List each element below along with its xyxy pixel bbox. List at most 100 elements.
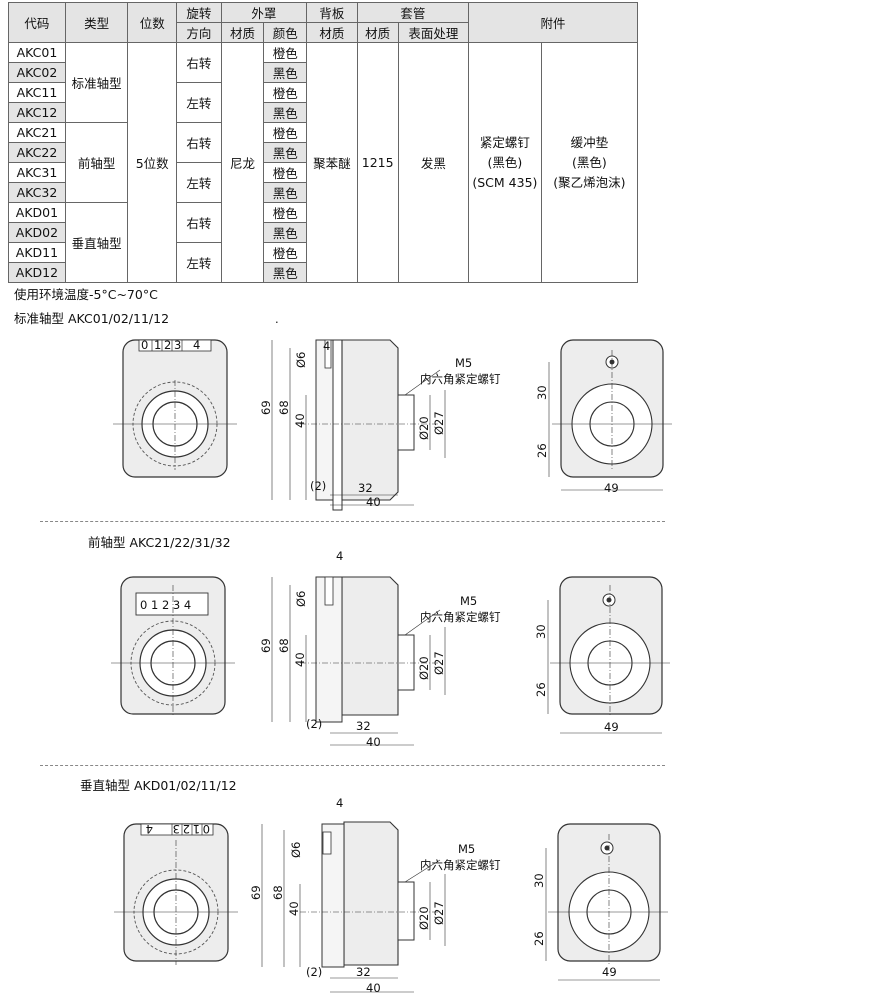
dim-d6: Ø6	[294, 591, 308, 607]
counter-digit: 3	[173, 822, 180, 836]
color-cell: 橙色	[263, 242, 308, 263]
dim-40w: 40	[366, 495, 381, 509]
dim-26: 26	[535, 443, 549, 458]
header-digits: 位数	[127, 2, 178, 43]
dim-40: 40	[293, 652, 307, 667]
dim-49: 49	[604, 720, 619, 734]
temperature-note: 使用环境温度-5°C~70°C	[14, 287, 158, 302]
back-view: 30 26 49	[532, 823, 668, 981]
counter-text: 0 1 2 3 4	[140, 598, 191, 612]
code-cell: AKD02	[8, 222, 66, 243]
header-code: 代码	[8, 2, 66, 43]
cover-material-cell: 尼龙	[220, 42, 265, 283]
section-title-vertical: 垂直轴型 AKD01/02/11/12	[80, 778, 237, 793]
code-cell: AKC12	[8, 102, 66, 123]
code-cell: AKD01	[8, 202, 66, 223]
dim-gap: (2)	[306, 717, 322, 731]
dim-49: 49	[604, 481, 619, 495]
dim-26: 26	[534, 682, 548, 697]
rotation-cell: 右转	[176, 42, 222, 83]
digits-cell: 5位数	[127, 42, 178, 283]
counter-window	[138, 339, 212, 352]
drawing-front: 0 1 2 3 4 69 68 40 Ø6 4 M5 内六角紧定螺钉 Ø20 Ø…	[111, 549, 670, 749]
dim-d27: Ø27	[432, 901, 446, 925]
rotation-cell: 左转	[176, 82, 222, 123]
sleeve-surface-cell: 发黑	[397, 42, 470, 283]
counter-digit: 1	[154, 338, 161, 352]
color-cell: 橙色	[263, 162, 308, 183]
code-cell: AKC21	[8, 122, 66, 143]
color-cell: 黑色	[263, 262, 308, 283]
counter-digit: 0	[203, 822, 210, 836]
label-m5: M5	[455, 356, 472, 370]
dim-40: 40	[287, 901, 301, 916]
dim-40: 40	[293, 413, 307, 428]
dim-d20: Ø20	[417, 656, 431, 680]
dim-32: 32	[358, 481, 373, 495]
counter-window	[135, 592, 209, 616]
color-cell: 黑色	[263, 142, 308, 163]
backplate-material-cell: 聚苯醚	[306, 42, 358, 283]
dim-gap: (2)	[310, 479, 326, 493]
accessory-cushion-name: 缓冲垫	[570, 134, 609, 150]
accessory-screw-name: 紧定螺钉	[479, 134, 530, 150]
front-view: 0 1 2 3 4	[113, 338, 237, 478]
back-view: 30 26 49	[534, 576, 670, 734]
color-cell: 橙色	[263, 42, 308, 63]
header-sleeve-surface: 表面处理	[397, 22, 470, 43]
accessory-screw-color: (黑色)	[487, 154, 523, 170]
dim-d6: Ø6	[289, 842, 303, 858]
code-cell: AKC01	[8, 42, 66, 63]
spec-table: 代码 类型 位数 旋转 外罩 背板 套管 附件 方向 材质 颜色 材质 材质 表…	[8, 2, 639, 283]
label-screw: 内六角紧定螺钉	[420, 858, 501, 872]
dim-4: 4	[336, 796, 343, 810]
section-title-standard: 标准轴型 AKC01/02/11/12	[14, 311, 170, 326]
accessory-cushion-cell: 缓冲垫 (黑色) (聚乙烯泡沫)	[540, 42, 639, 283]
code-cell: AKC22	[8, 142, 66, 163]
dim-69: 69	[259, 638, 273, 653]
dim-40w: 40	[366, 981, 381, 995]
color-cell: 橙色	[263, 122, 308, 143]
dim-d20: Ø20	[417, 416, 431, 440]
counter-window	[140, 823, 214, 836]
counter-digit: 3	[174, 338, 181, 352]
accessory-screw-cell: 紧定螺钉 (黑色) (SCM 435)	[468, 42, 542, 283]
counter-digit: 2	[183, 822, 190, 836]
header-backplate-material: 材质	[306, 22, 358, 43]
svg-text:.: .	[275, 312, 279, 326]
code-cell: AKC31	[8, 162, 66, 183]
header-cover-material: 材质	[220, 22, 265, 43]
dim-30: 30	[534, 624, 548, 639]
accessory-screw-material: (SCM 435)	[472, 174, 538, 190]
counter-digit: 1	[193, 822, 200, 836]
section-divider	[40, 521, 665, 522]
counter-digit: 2	[164, 338, 171, 352]
type-cell: 垂直轴型	[64, 202, 129, 283]
side-view: 69 68 40 Ø6 4 M5 内六角紧定螺钉 Ø20 Ø27 (2) 32 …	[259, 549, 501, 749]
rotation-cell: 右转	[176, 122, 222, 163]
type-cell: 前轴型	[64, 122, 129, 203]
dim-d27: Ø27	[432, 651, 446, 675]
dim-32: 32	[356, 719, 371, 733]
back-view: 30 26 49	[535, 339, 672, 495]
rotation-cell: 左转	[176, 242, 222, 283]
dim-69: 69	[259, 400, 273, 415]
header-type: 类型	[64, 2, 129, 43]
dim-40w: 40	[366, 735, 381, 749]
counter-digit: 0	[141, 338, 148, 352]
drawing-vertical: 4 3 2 1 0 69 68 40 Ø6 4 M5 内六角紧定螺钉 Ø20 Ø…	[114, 796, 668, 995]
dim-32: 32	[356, 965, 371, 979]
dim-d20: Ø20	[417, 906, 431, 930]
label-screw: 内六角紧定螺钉	[420, 372, 501, 386]
section-title-front: 前轴型 AKC21/22/31/32	[88, 535, 231, 550]
color-cell: 黑色	[263, 222, 308, 243]
rotation-cell: 右转	[176, 202, 222, 243]
dim-30: 30	[535, 385, 549, 400]
dim-68: 68	[271, 885, 285, 900]
dim-d6: Ø6	[294, 352, 308, 368]
counter-digit: 4	[193, 338, 200, 352]
header-sleeve: 套管	[356, 2, 470, 23]
header-rotation: 旋转	[176, 2, 222, 23]
accessory-cushion-material: (聚乙烯泡沫)	[553, 174, 626, 190]
code-cell: AKD11	[8, 242, 66, 263]
